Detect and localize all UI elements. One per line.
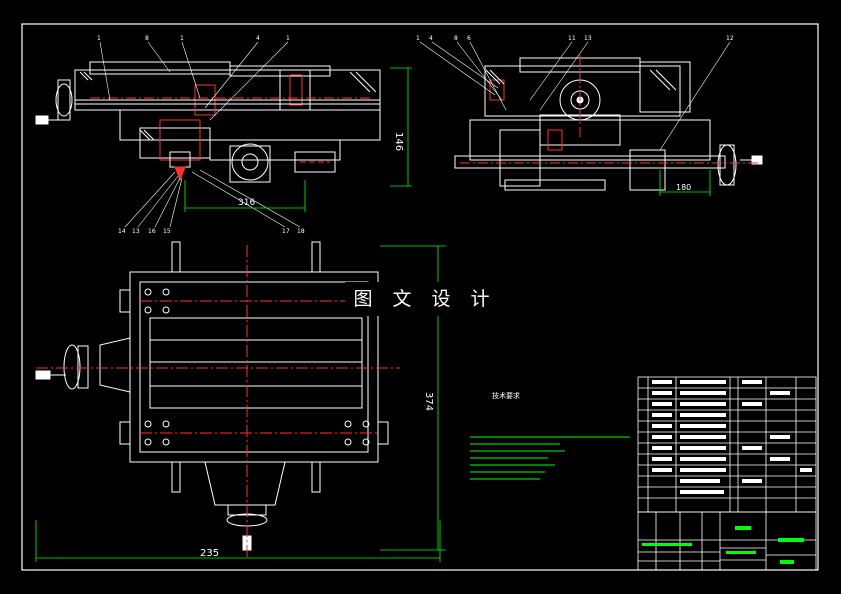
dim-plan-height: 374 xyxy=(423,392,434,411)
top-right-leaders xyxy=(419,41,731,151)
top-right-dimensions xyxy=(659,170,711,196)
balloon-tr-4: 6 xyxy=(467,35,471,42)
balloon-tl-5: 1 xyxy=(286,35,290,42)
top-left-leaders xyxy=(99,41,301,228)
balloon-tlb-1: 14 xyxy=(118,228,126,235)
balloon-tlb-2: 13 xyxy=(132,228,140,235)
balloon-tr-1: 1 xyxy=(416,35,420,42)
top-left-section-view xyxy=(35,41,412,228)
title-block xyxy=(637,511,817,571)
dim-top-left-height: 146 xyxy=(393,132,404,151)
watermark: 图 文 设 计 xyxy=(345,282,505,316)
bolt-holes xyxy=(144,288,370,446)
title-block-fill xyxy=(642,526,804,564)
balloon-tlb-6: 18 xyxy=(297,228,305,235)
plan-dimensions xyxy=(35,245,446,562)
balloon-tlb-3: 16 xyxy=(148,228,156,235)
top-left-dimensions xyxy=(184,67,412,212)
balloon-tlb-5: 17 xyxy=(282,228,290,235)
tech-req-title: 技术要求 xyxy=(492,391,520,400)
balloon-tr-2: 4 xyxy=(429,35,433,42)
dim-top-right-width: 180 xyxy=(676,183,691,192)
plan-view xyxy=(35,241,446,562)
plan-centerlines xyxy=(36,245,400,560)
parts-list-table xyxy=(637,376,817,513)
dim-top-left-width: 316 xyxy=(238,198,255,208)
drawing-border xyxy=(21,23,819,571)
tech-notes xyxy=(470,436,630,480)
dimension-labels: 146 316 180 374 235 xyxy=(200,132,691,559)
balloon-tl-2: 8 xyxy=(145,35,149,42)
balloon-labels: 1 8 1 4 1 14 13 16 15 17 18 1 4 8 6 11 1… xyxy=(97,35,734,235)
balloon-tr-3: 8 xyxy=(454,35,458,42)
parts-list-fill xyxy=(652,380,812,494)
balloon-tl-1: 1 xyxy=(97,35,101,42)
balloon-tl-4: 4 xyxy=(256,35,260,42)
balloon-tr-6: 13 xyxy=(584,35,592,42)
dim-plan-width: 235 xyxy=(200,548,219,559)
balloon-tl-3: 1 xyxy=(180,35,184,42)
balloon-tlb-4: 15 xyxy=(163,228,171,235)
balloon-tr-7: 12 xyxy=(726,35,734,42)
top-right-section-view xyxy=(419,41,763,196)
balloon-tr-5: 11 xyxy=(568,35,576,42)
